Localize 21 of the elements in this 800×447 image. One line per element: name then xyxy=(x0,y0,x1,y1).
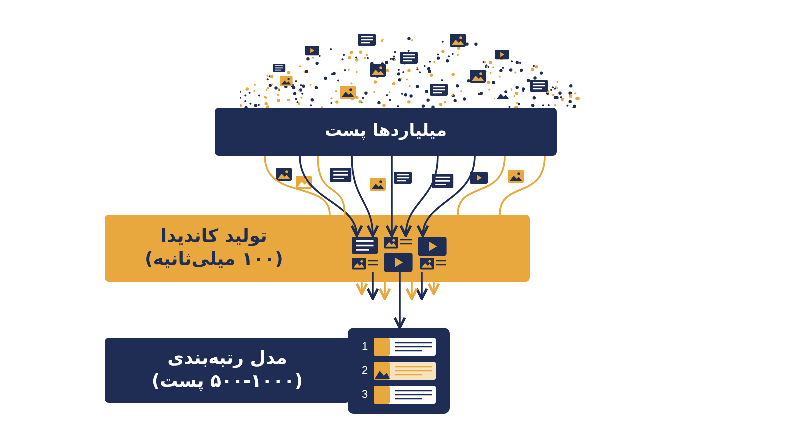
rank-number: 2 xyxy=(362,364,368,379)
arrow xyxy=(394,272,406,330)
arrow xyxy=(400,156,439,238)
arrow xyxy=(351,156,379,238)
node-label: مدل رتبه‌بندی xyxy=(168,348,288,370)
stage-box xyxy=(105,338,350,403)
arrow xyxy=(418,156,476,238)
arrow xyxy=(416,272,428,300)
arrow xyxy=(366,272,380,300)
rank-number: 3 xyxy=(362,388,368,403)
node-label: (۱۰۰ میلی‌ثانیه) xyxy=(145,248,284,271)
stage-box xyxy=(105,215,530,282)
rank-number: 1 xyxy=(362,340,368,355)
stage-box xyxy=(215,108,557,156)
node-label: میلیاردها پست xyxy=(324,121,447,143)
node-label: تولید کاندیدا xyxy=(160,226,268,248)
arrow xyxy=(299,156,362,238)
content-icons-drawing xyxy=(350,236,448,272)
arrow xyxy=(386,156,398,238)
node-label: (۵۰۰-۱۰۰۰ پست) xyxy=(152,370,304,393)
ranked-list-panel xyxy=(348,328,450,414)
